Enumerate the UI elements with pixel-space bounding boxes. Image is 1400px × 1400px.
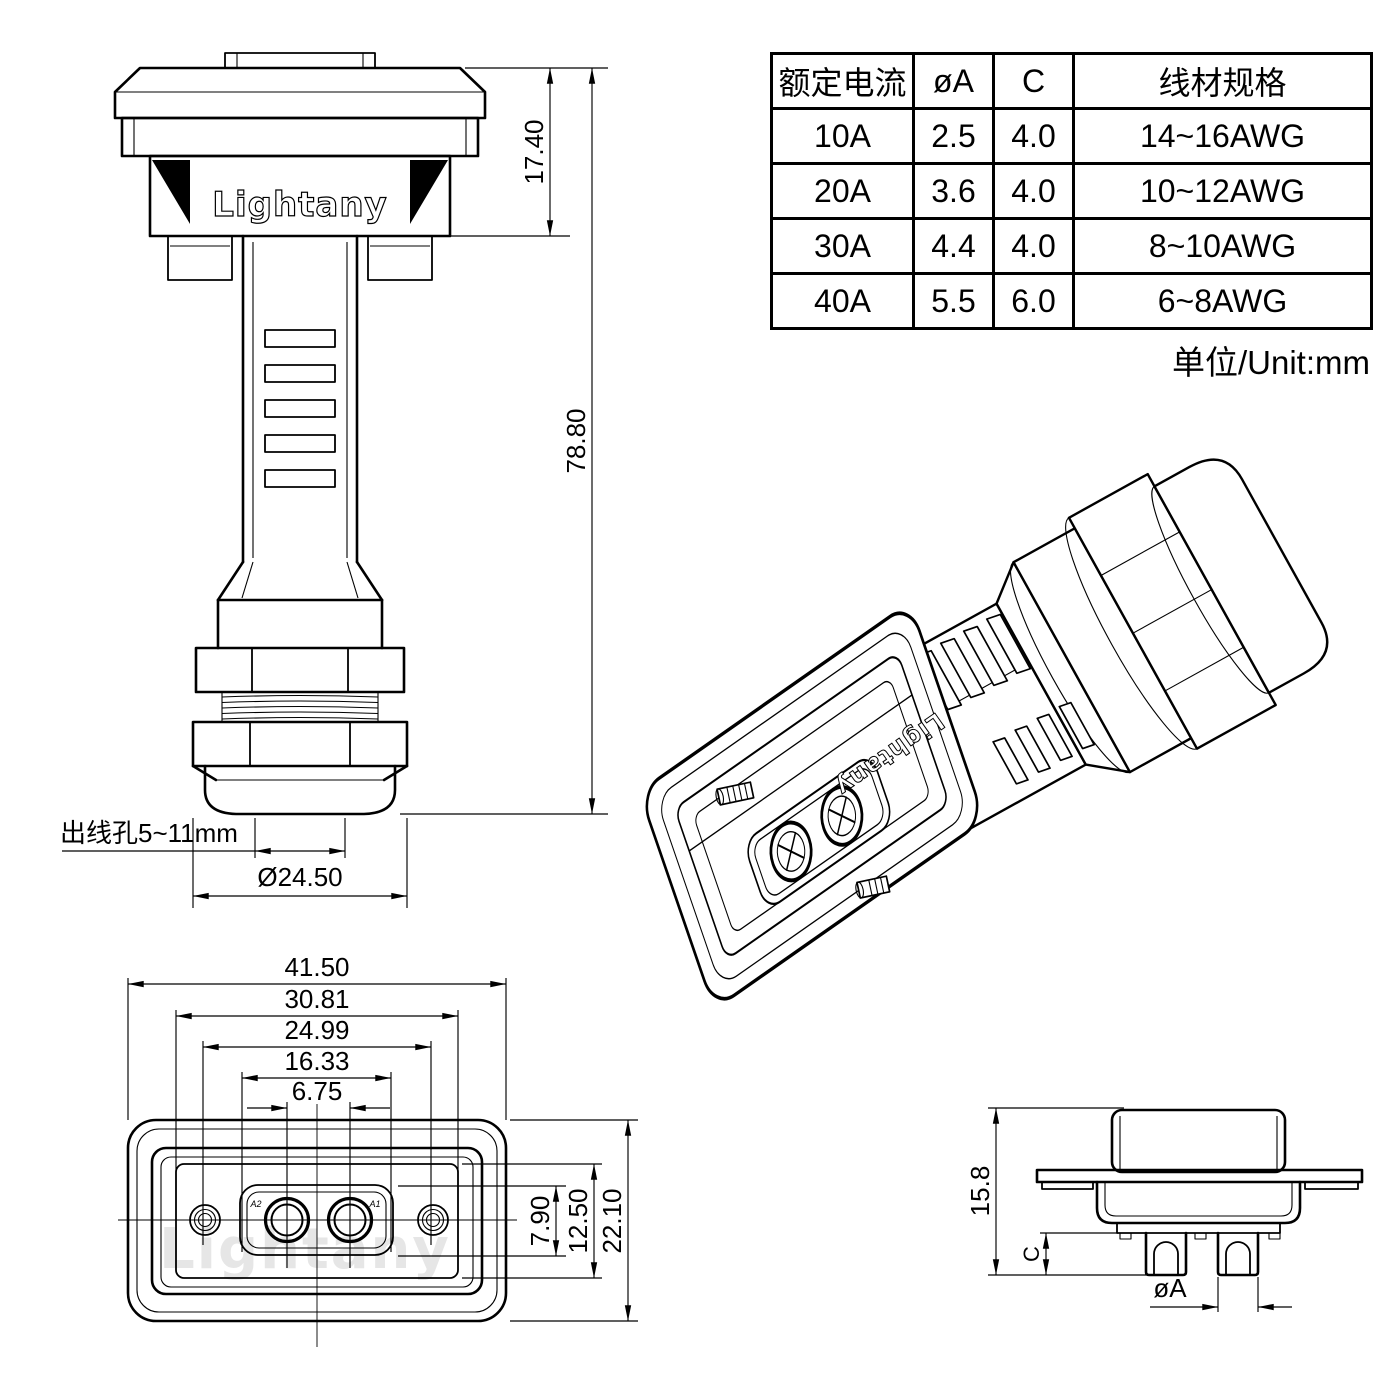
- dimension-label-pin-spacing: 6.75: [292, 1076, 343, 1106]
- cell-pin-diameter: 2.5: [912, 107, 995, 165]
- gland-hex-nut: [194, 646, 406, 694]
- head-body: [148, 154, 452, 238]
- vent-slot: [264, 469, 336, 488]
- cell-pin-diameter: 4.4: [912, 217, 995, 275]
- seal-wedge-right: [410, 160, 448, 224]
- side-flange: [1035, 1168, 1364, 1184]
- iso-vent-slots-side: [992, 701, 1096, 785]
- dimension-label-insert-width: 16.33: [284, 1046, 349, 1076]
- cell-current: 10A: [770, 107, 915, 165]
- iso-jackscrew-right: [855, 875, 891, 899]
- dimension-label-shell-width: 30.81: [284, 984, 349, 1014]
- cell-pin-diameter: 3.6: [912, 162, 995, 220]
- gland-tail-cap: [203, 764, 397, 816]
- vent-slot: [264, 329, 336, 348]
- iso-view: Lightany: [645, 458, 1329, 1001]
- dimension-label-screw-spacing: 24.99: [284, 1015, 349, 1045]
- side-body: [1095, 1180, 1302, 1225]
- iso-gland-cap: [1153, 458, 1329, 694]
- col-header-rated-current: 额定电流: [770, 52, 915, 110]
- dimension-label-panel-height: 12.50: [563, 1188, 593, 1253]
- cell-wire-gauge: 8~10AWG: [1072, 217, 1373, 275]
- cell-wire-gauge: 10~12AWG: [1072, 162, 1373, 220]
- brand-logo-front: Lightany: [212, 185, 387, 225]
- pin-label-a2: A2: [249, 1199, 261, 1209]
- cable-hole-label: 出线孔5~11mm: [60, 818, 238, 848]
- solder-cup-left: [1144, 1231, 1188, 1277]
- iso-face-plate: [645, 611, 979, 1001]
- dimension-label-total-height: 78.80: [561, 408, 591, 473]
- table-row: 40A 5.5 6.0 6~8AWG: [770, 272, 1373, 330]
- seal-wedge-left: [152, 160, 190, 224]
- dimension-label-insert-height: 7.90: [525, 1196, 555, 1247]
- dimension-label-pin-diameter: øA: [1153, 1273, 1187, 1303]
- dimension-label-tail-length: C: [1019, 1246, 1044, 1262]
- iso-contact-left: [769, 820, 813, 883]
- face-view: Lightany A2 A1 41.50 30.81: [118, 952, 638, 1347]
- flange: [120, 116, 480, 158]
- cell-c: 4.0: [992, 217, 1075, 275]
- side-cap: [1110, 1108, 1287, 1174]
- cell-c: 4.0: [992, 107, 1075, 165]
- cell-current: 30A: [770, 217, 915, 275]
- dimension-label-side-height: 15.8: [965, 1166, 995, 1217]
- table-row: 20A 3.6 4.0 10~12AWG: [770, 162, 1373, 220]
- iso-jackscrew-left: [715, 781, 755, 806]
- front-view: Lightany: [60, 52, 608, 908]
- cell-wire-gauge: 6~8AWG: [1072, 272, 1373, 330]
- head-cap: [113, 66, 487, 120]
- dimension-label-overall-width: 41.50: [284, 952, 349, 982]
- spec-table: 额定电流 øA C 线材规格 10A 2.5 4.0 14~16AWG 20A …: [770, 52, 1373, 330]
- side-view: 15.8 C øA: [965, 1107, 1364, 1312]
- thread-line: [221, 694, 379, 698]
- ear-right: [367, 235, 433, 281]
- pin-label-a1: A1: [368, 1199, 380, 1209]
- vent-slot: [264, 434, 336, 453]
- iso-contact-right: [820, 785, 864, 847]
- dimension-label-gland-diameter: Ø24.50: [257, 862, 342, 892]
- col-header-wire-gauge: 线材规格: [1072, 52, 1373, 110]
- col-header-pin-diameter: øA: [912, 52, 995, 110]
- unit-note: 单位/Unit:mm: [1172, 344, 1370, 381]
- cell-c: 6.0: [992, 272, 1075, 330]
- table-row: 30A 4.4 4.0 8~10AWG: [770, 217, 1373, 275]
- solder-cup-right: [1216, 1231, 1260, 1277]
- dimension-label-head-height: 17.40: [519, 119, 549, 184]
- vent-slot: [264, 399, 336, 418]
- cell-wire-gauge: 14~16AWG: [1072, 107, 1373, 165]
- dimension-label-overall-height: 22.10: [597, 1188, 627, 1253]
- gland-cap-nut: [191, 720, 409, 768]
- top-tab: [224, 52, 376, 69]
- table-row: 10A 2.5 4.0 14~16AWG: [770, 107, 1373, 165]
- ear-left: [167, 235, 233, 281]
- cell-pin-diameter: 5.5: [912, 272, 995, 330]
- cell-current: 20A: [770, 162, 915, 220]
- spec-table-header-row: 额定电流 øA C 线材规格: [770, 52, 1373, 110]
- col-header-c: C: [992, 52, 1075, 110]
- watermark: Lightany: [159, 1217, 451, 1282]
- cell-c: 4.0: [992, 162, 1075, 220]
- cell-current: 40A: [770, 272, 915, 330]
- vent-slot: [264, 364, 336, 383]
